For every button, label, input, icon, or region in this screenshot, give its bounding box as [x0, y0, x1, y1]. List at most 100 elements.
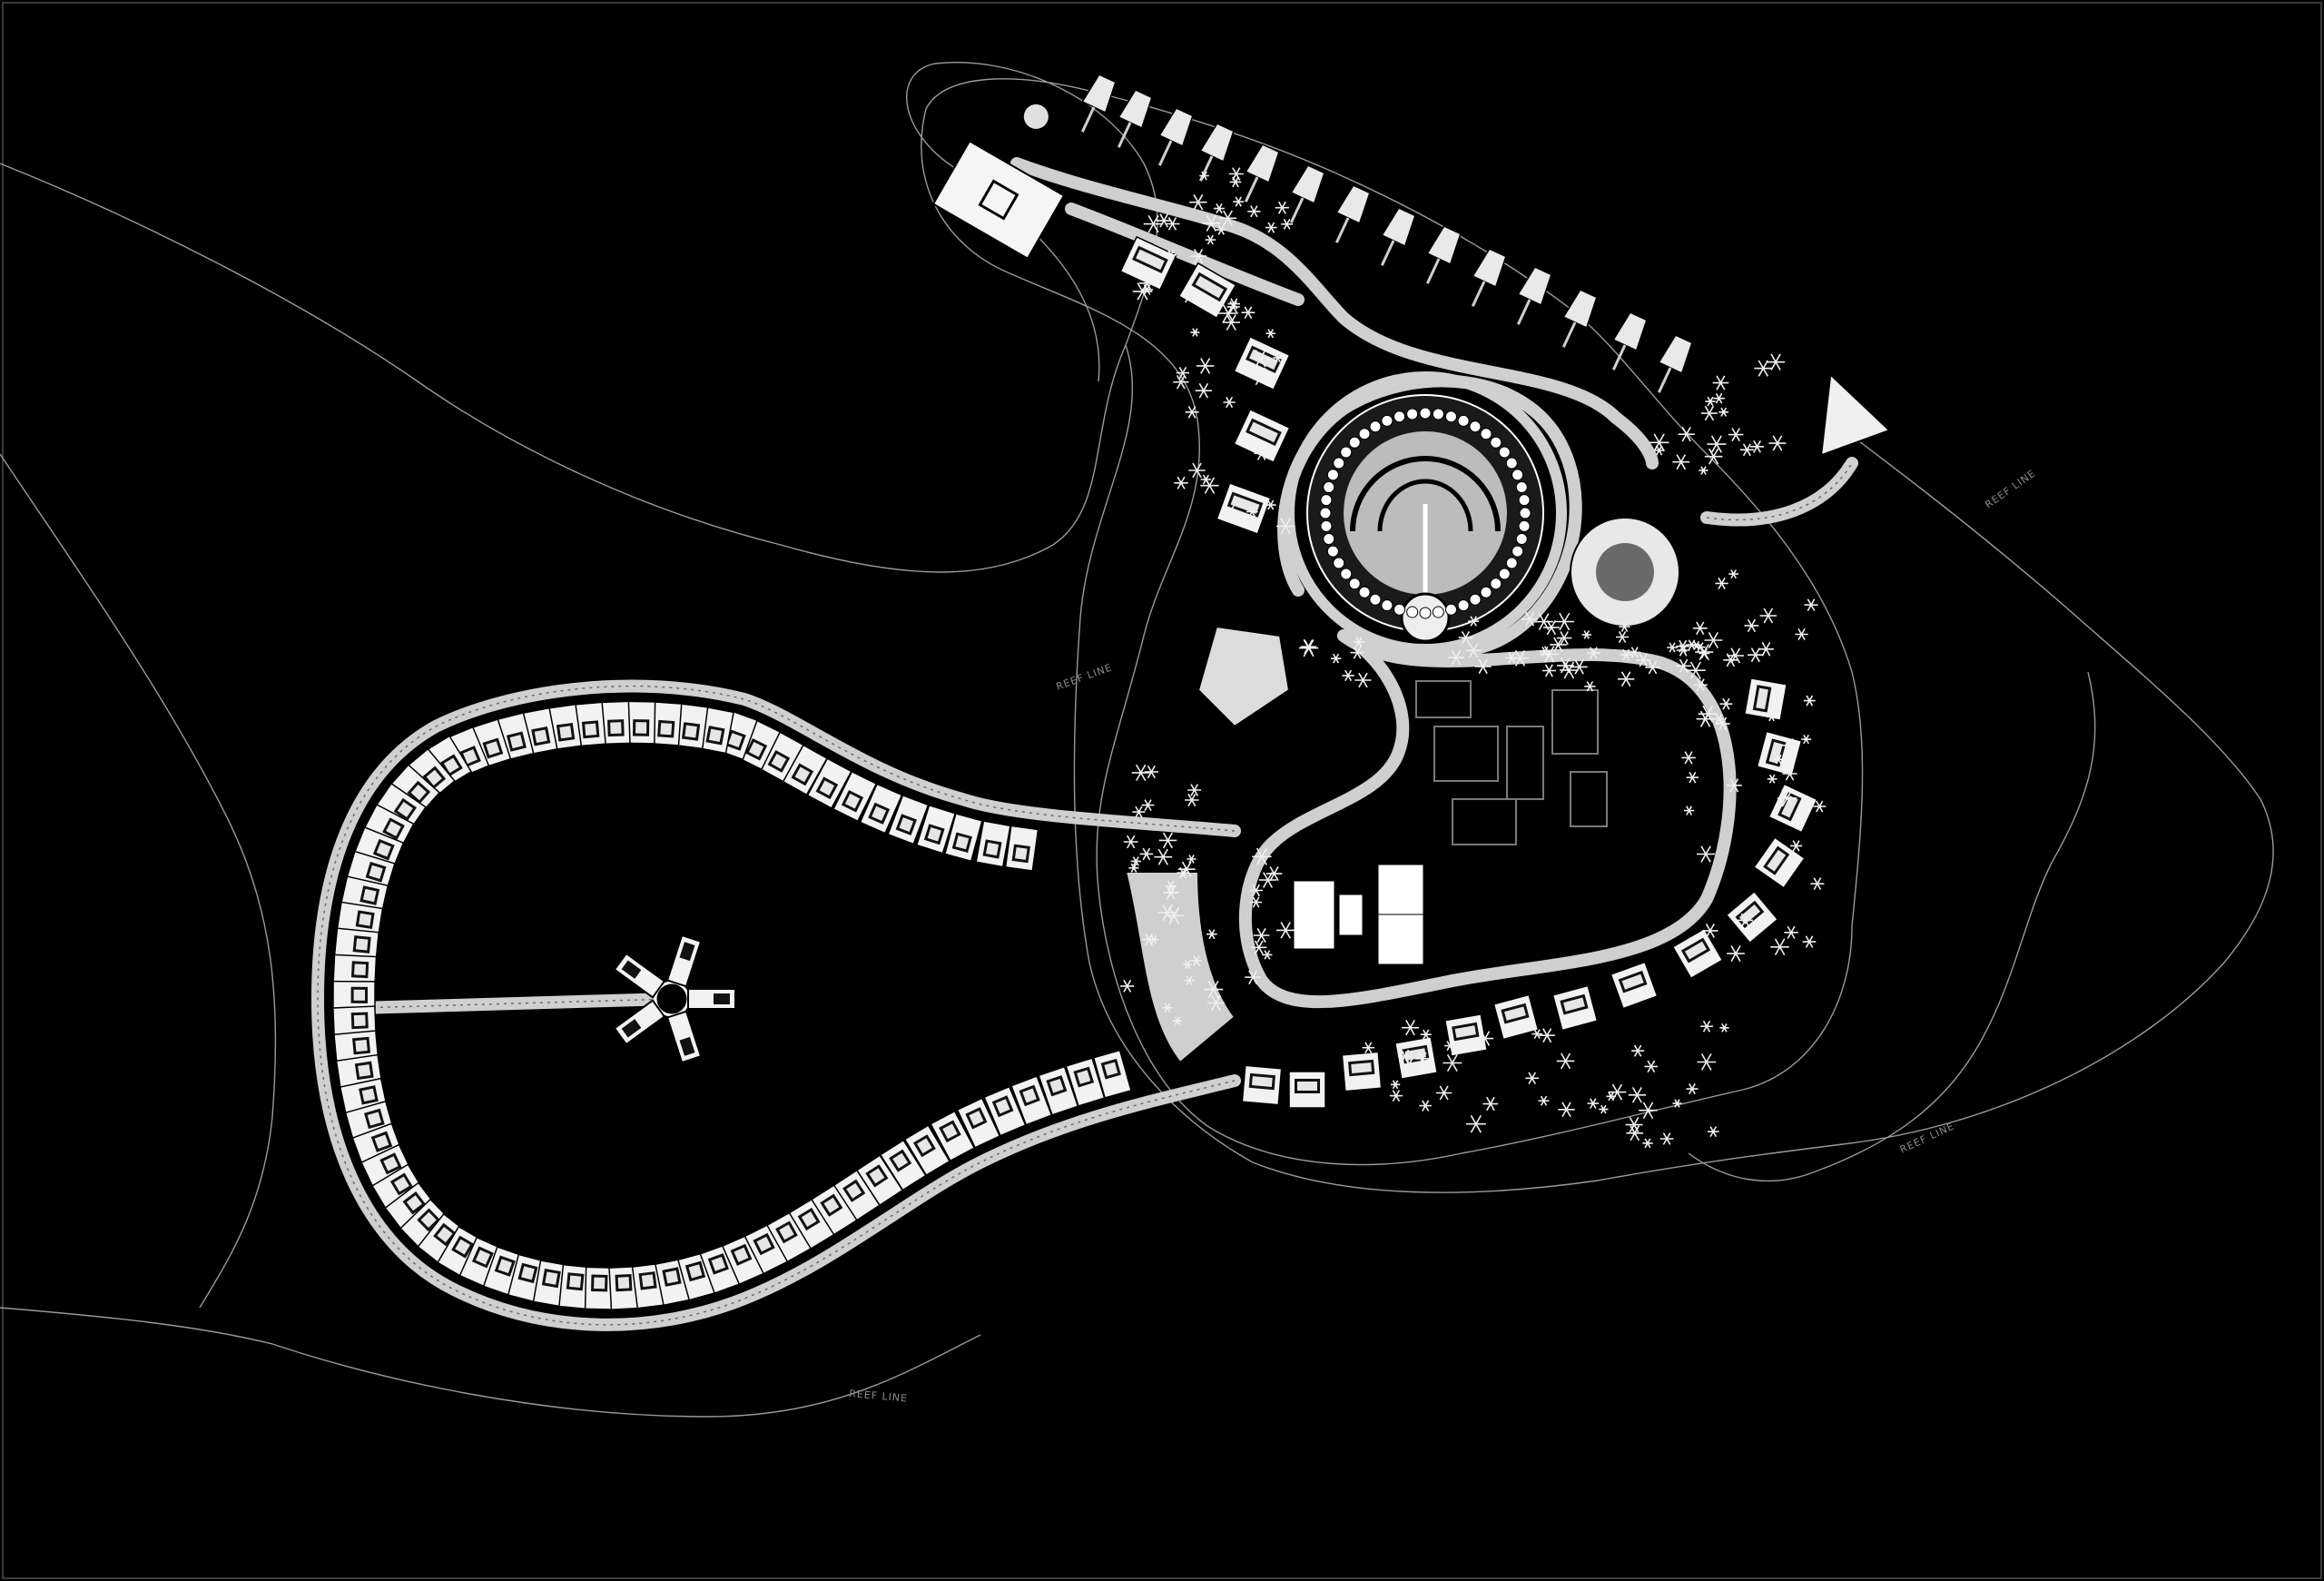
villa-pool	[353, 1014, 366, 1027]
villa-pool	[819, 780, 835, 796]
palm-tree	[1715, 716, 1730, 731]
palm-tree	[1184, 975, 1195, 985]
palm-tree	[1696, 845, 1716, 863]
north-villa-path	[1561, 321, 1577, 348]
villa-pool	[927, 827, 941, 842]
villa-pool	[386, 821, 401, 836]
palm-tree	[1782, 766, 1797, 781]
north-villa-roof	[1081, 74, 1117, 114]
overwater-villa	[626, 700, 656, 745]
plaza-tree	[1480, 428, 1492, 440]
palm-tree	[1241, 306, 1256, 320]
palm-tree	[1120, 979, 1135, 993]
palm-tree	[1795, 627, 1808, 641]
palm-tree	[1177, 861, 1196, 877]
palm-tree	[1759, 608, 1777, 624]
plaza-arc-2	[1377, 479, 1473, 532]
spa-pavilion-roof	[679, 1036, 695, 1056]
plaza-planting	[1319, 407, 1531, 619]
palm-tree	[1218, 210, 1237, 226]
villa-pool	[1249, 421, 1278, 443]
villa-pool	[374, 1134, 389, 1150]
boh-block-4	[1551, 689, 1599, 755]
palm-tree	[1206, 929, 1217, 940]
overwater-villa	[1004, 825, 1039, 872]
palm-tree	[1531, 1029, 1542, 1040]
loop-walkway-planks	[317, 685, 1236, 1326]
palm-tree	[1389, 1090, 1403, 1102]
plaza-tree	[1469, 593, 1482, 606]
arrival-round-node	[1022, 103, 1049, 130]
north-villa	[1611, 311, 1648, 371]
villa-pool	[823, 1197, 840, 1213]
back-of-house	[1415, 680, 1608, 845]
overwater-villa	[375, 782, 428, 831]
villa-pool	[1297, 1082, 1317, 1091]
palm-tree	[1511, 649, 1530, 667]
north-beach-villas	[1080, 74, 1693, 535]
plaza-tree	[1323, 481, 1335, 494]
beach-villa	[1671, 927, 1724, 980]
palm-trees	[1120, 167, 1827, 1149]
plaza-tree	[1348, 578, 1361, 590]
palm-tree	[1700, 405, 1718, 421]
palm-tree	[1681, 751, 1696, 765]
north-villa	[1157, 107, 1194, 166]
palm-tree	[1718, 407, 1729, 417]
palm-tree	[1144, 765, 1159, 779]
palm-tree	[1715, 577, 1728, 589]
spa-pavilion	[665, 1010, 703, 1064]
north-villa-path	[1516, 299, 1531, 325]
beach-villa	[1393, 1035, 1439, 1081]
palm-tree	[1275, 201, 1290, 214]
palm-tree	[1123, 835, 1138, 849]
round-garden-centre	[1596, 543, 1654, 601]
north-villa	[1380, 207, 1416, 266]
palm-tree	[1474, 658, 1492, 675]
palm-tree	[1298, 638, 1319, 657]
villa-pool	[585, 723, 597, 736]
overwater-villa	[735, 718, 782, 771]
palm-tree	[1714, 714, 1724, 724]
palm-tree	[1216, 224, 1227, 235]
north-villa-path	[1611, 344, 1627, 371]
north-villa-path	[1289, 197, 1305, 223]
palm-tree	[1173, 374, 1189, 390]
north-jetty-planks	[1706, 462, 1853, 521]
overwater-villa	[810, 1183, 859, 1236]
north-villa-path	[1244, 176, 1259, 203]
plaza-tree	[1419, 607, 1432, 619]
overwater-villa	[1010, 1075, 1053, 1126]
plaza-tree	[1505, 457, 1518, 469]
palm-tree	[1698, 705, 1718, 723]
palm-tree	[1767, 774, 1777, 784]
villa-pool	[684, 725, 697, 738]
palm-tree	[1482, 1096, 1499, 1112]
palm-tree	[1699, 466, 1709, 475]
villa-pool	[610, 722, 622, 735]
palm-tree	[1233, 196, 1245, 207]
spa-pavilion-roof	[621, 1019, 642, 1038]
palm-tree	[1187, 784, 1202, 796]
plaza-tree	[1358, 428, 1371, 440]
palm-tree	[1599, 1104, 1609, 1114]
beach-villa	[1551, 984, 1599, 1032]
north-villa	[1561, 289, 1598, 348]
palm-tree	[1554, 612, 1575, 631]
plaza-tree	[1381, 599, 1393, 612]
villa-pool	[1136, 249, 1165, 271]
palm-tree	[1728, 428, 1744, 442]
villa-pool	[1104, 1062, 1118, 1076]
plaza-tree	[1444, 603, 1457, 616]
palm-tree	[1250, 349, 1271, 368]
plaza-tree	[1406, 606, 1419, 618]
palm-tree	[1539, 646, 1551, 657]
padel-court	[1338, 894, 1364, 936]
villa-pool	[711, 1257, 726, 1271]
plaza-tree	[1419, 407, 1432, 420]
plaza-tree	[1498, 446, 1511, 459]
palm-tree	[1157, 904, 1177, 922]
palm-tree	[1766, 353, 1786, 371]
palm-tree	[1265, 329, 1275, 339]
villa-pool	[748, 742, 764, 757]
